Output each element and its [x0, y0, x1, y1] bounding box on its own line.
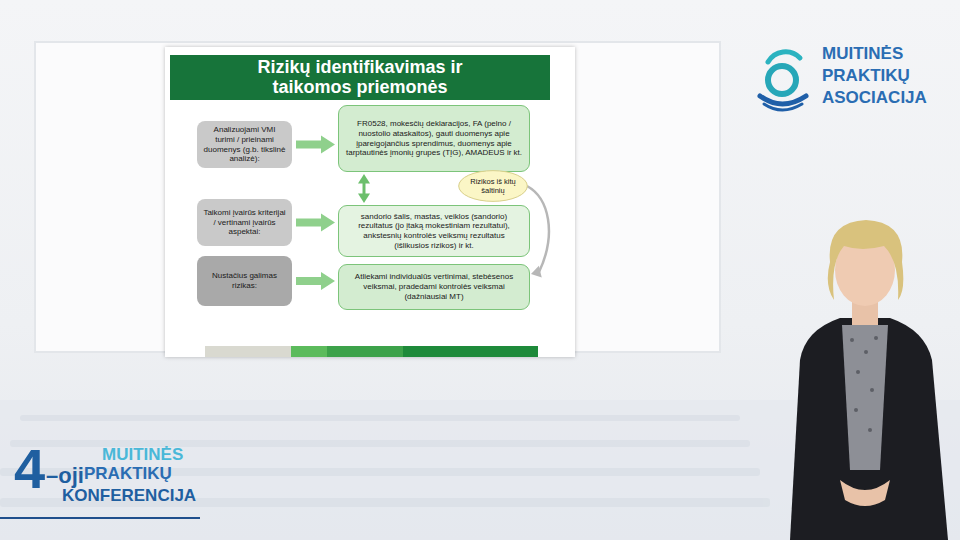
underline [0, 517, 200, 519]
seat-rows [0, 415, 770, 507]
node-text: Atliekami individualūs vertinimai, stebė… [345, 272, 523, 301]
logo-text: ASOCIACIJA [822, 88, 927, 108]
input-box: Analizuojami VMI turimi / prieinami duom… [197, 121, 292, 168]
logo-text: MUITINĖS [102, 445, 183, 465]
node-text: sandorio šalis, mastas, veiklos (sandori… [345, 212, 523, 251]
title-band: Rizikų identifikavimas ir taikomos priem… [170, 55, 550, 100]
connector [527, 186, 549, 273]
node-text: Analizuojami VMI turimi / prieinami duom… [203, 125, 286, 164]
input-box: Nustačius galimas rizikas: [197, 256, 292, 306]
input-box: Taikomi įvairūs kriterijai / vertinami į… [197, 199, 292, 246]
logo-text: –oji [46, 463, 84, 489]
logo-icon [760, 52, 806, 110]
connector [531, 266, 542, 278]
node-text: Taikomi įvairūs kriterijai / vertinami į… [203, 208, 286, 237]
logo-text: MUITINĖS [822, 44, 903, 64]
connector [296, 136, 335, 154]
logo-text: PRAKTIKŲ [84, 464, 172, 484]
source-ellipse: Rizikos iš kitų šaltinių [458, 170, 528, 202]
connector [363, 179, 366, 198]
connector [358, 193, 370, 203]
node-text: Rizikos iš kitų šaltinių [468, 177, 518, 195]
connector [358, 174, 370, 184]
connector [296, 272, 335, 290]
connector [296, 214, 335, 232]
logo-text: PRAKTIKŲ [822, 66, 910, 86]
logo-text: KONFERENCIJA [62, 486, 196, 506]
data-box: FR0528, mokesčių deklaracijos, FA (pelno… [338, 105, 530, 172]
logo-text: 4 [14, 436, 45, 501]
node-text: Nustačius galimas rizikas: [203, 271, 286, 291]
action-box: Atliekami individualūs vertinimai, stebė… [338, 264, 530, 310]
slide-title: Rizikų identifikavimas ir taikomos priem… [235, 58, 485, 98]
node-text: FR0528, mokesčių deklaracijos, FA (pelno… [345, 119, 523, 158]
criteria-box: sandorio šalis, mastas, veiklos (sandori… [338, 205, 530, 257]
